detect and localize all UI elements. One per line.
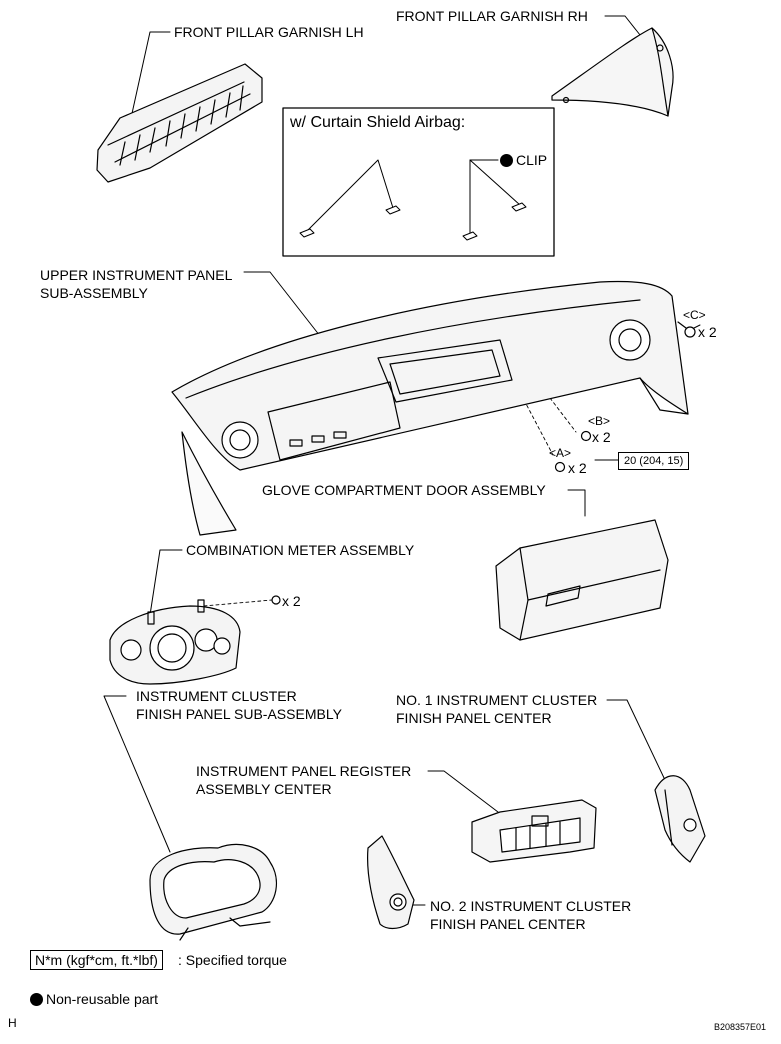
- legend-torque-desc: : Specified torque: [178, 952, 287, 968]
- label-cluster-finish-line2: FINISH PANEL SUB-ASSEMBLY: [136, 706, 342, 722]
- label-no1-center-line2: FINISH PANEL CENTER: [396, 710, 552, 726]
- label-upper-panel-line2: SUB-ASSEMBLY: [40, 285, 148, 301]
- label-upper-panel-line1: UPPER INSTRUMENT PANEL: [40, 267, 233, 283]
- label-no2-center-line2: FINISH PANEL CENTER: [430, 916, 586, 932]
- upper-instrument-panel-shape: [171, 280, 689, 536]
- label-curtain-airbag-title: w/ Curtain Shield Airbag:: [290, 114, 466, 131]
- front-pillar-garnish-rh-shape: [551, 27, 674, 117]
- non-reusable-dot-icon: [500, 154, 513, 167]
- leader-lines: [103, 15, 701, 906]
- panel-bolts: [554, 321, 696, 473]
- label-clip: CLIP: [500, 152, 547, 169]
- label-no2-center-line1: NO. 2 INSTRUMENT CLUSTER: [430, 898, 632, 914]
- footer-left-mark: H: [8, 1016, 17, 1030]
- label-glove-compartment: GLOVE COMPARTMENT DOOR ASSEMBLY: [262, 482, 546, 498]
- label-register-line2: ASSEMBLY CENTER: [196, 781, 332, 797]
- cluster-finish-panel-shape: [149, 843, 278, 941]
- register-center-shape: [471, 799, 597, 863]
- label-no1-center-line1: NO. 1 INSTRUMENT CLUSTER: [396, 692, 598, 708]
- label-register-line1: INSTRUMENT PANEL REGISTER: [196, 763, 412, 779]
- combination-meter-shape: [109, 595, 281, 685]
- label-clip-text: CLIP: [516, 152, 548, 168]
- legend-nonreusable-text: Non-reusable part: [46, 991, 159, 1007]
- label-combination-meter: COMBINATION METER ASSEMBLY: [186, 542, 415, 558]
- label-front-pillar-garnish-lh: FRONT PILLAR GARNISH LH: [174, 24, 364, 40]
- label-c-ref: <C>: [683, 308, 706, 322]
- label-b-ref: <B>: [588, 414, 611, 428]
- fastener-guides: [203, 397, 577, 607]
- glove-compartment-shape: [495, 519, 669, 641]
- no2-finish-panel-center-shape: [367, 835, 415, 930]
- label-cluster-finish-line1: INSTRUMENT CLUSTER: [136, 688, 297, 704]
- label-meter-qty: x 2: [282, 593, 301, 609]
- legend-nonreusable: Non-reusable part: [30, 991, 158, 1008]
- label-a-ref: <A>: [549, 446, 572, 460]
- label-c-qty: x 2: [698, 324, 717, 340]
- curtain-airbag-inset: [282, 107, 555, 257]
- figure-id: B208357E01: [714, 1022, 767, 1032]
- legend-torque-unit: N*m (kgf*cm, ft.*lbf): [30, 950, 163, 970]
- torque-spec-box: 20 (204, 15): [618, 452, 690, 470]
- non-reusable-dot-icon: [30, 993, 43, 1006]
- no1-finish-panel-center-shape: [654, 775, 706, 863]
- front-pillar-garnish-lh-shape: [96, 63, 263, 183]
- label-front-pillar-garnish-rh: FRONT PILLAR GARNISH RH: [396, 8, 588, 24]
- label-b-qty: x 2: [592, 429, 611, 445]
- label-a-qty: x 2: [568, 460, 587, 476]
